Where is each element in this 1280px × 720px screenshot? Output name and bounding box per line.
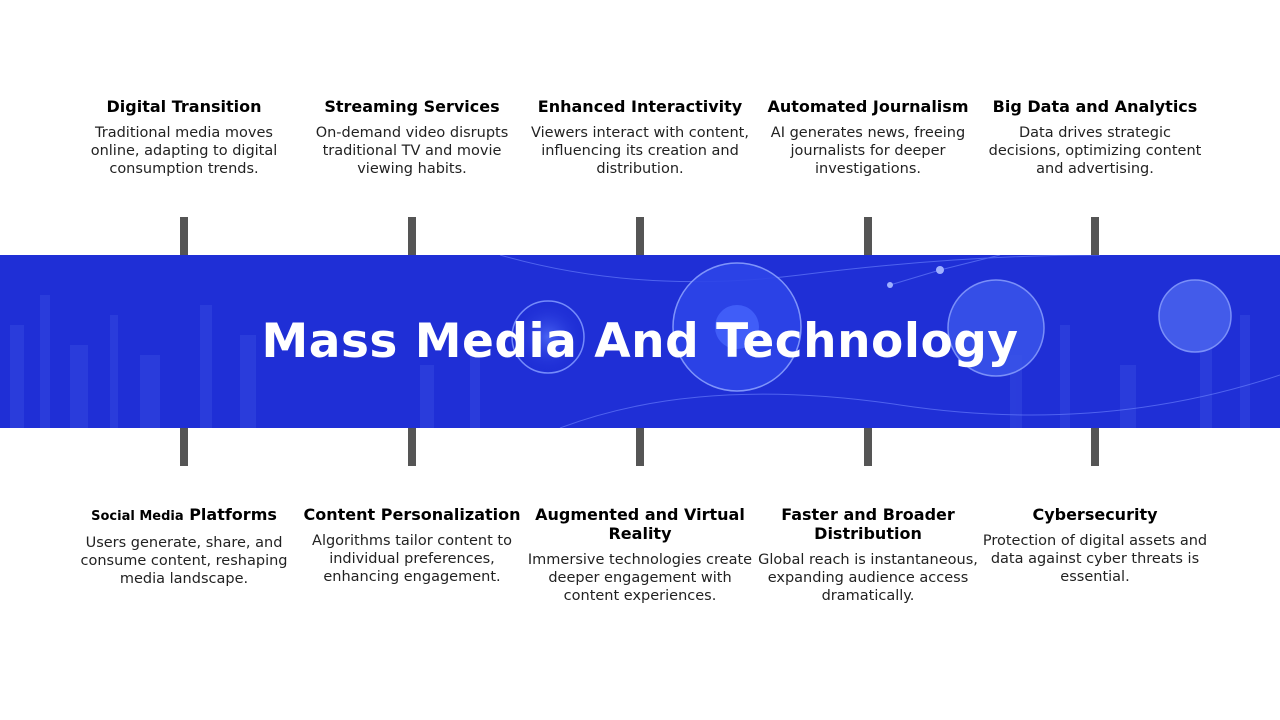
item-text: Algorithms tailor content to individual … — [312, 533, 512, 585]
connector-tick — [180, 428, 188, 466]
connector-tick — [864, 428, 872, 466]
item-text: On-demand video disrupts traditional TV … — [315, 125, 509, 177]
item-text: Traditional media moves online, adapting… — [90, 125, 278, 177]
item-text: Viewers interact with content, influenci… — [531, 125, 749, 177]
item-title-prefix: Social Media — [91, 509, 184, 524]
bottom-item-5: Cybersecurity Protection of digital asse… — [981, 505, 1209, 586]
item-title: Faster and Broader Distribution — [781, 505, 955, 543]
item-title-main: Platforms — [189, 505, 277, 524]
item-title: Automated Journalism — [767, 97, 969, 116]
bottom-item-3: Augmented and Virtual Reality Immersive … — [526, 505, 754, 605]
item-title: Augmented and Virtual Reality — [535, 505, 745, 543]
item-text: Protection of digital assets and data ag… — [982, 533, 1208, 585]
connector-tick — [408, 217, 416, 255]
title-banner: Mass Media And Technology — [0, 255, 1280, 428]
top-item-4: Automated Journalism AI generates news, … — [754, 97, 982, 178]
connector-tick — [864, 217, 872, 255]
item-text: AI generates news, freeing journalists f… — [770, 125, 966, 177]
top-item-1: Digital Transition Traditional media mov… — [70, 97, 298, 178]
connector-tick — [1091, 428, 1099, 466]
tech-background-graphic — [0, 255, 1280, 428]
top-item-5: Big Data and Analytics Data drives strat… — [981, 97, 1209, 178]
item-title: Digital Transition — [106, 97, 262, 116]
item-title: Enhanced Interactivity — [537, 97, 743, 116]
bottom-item-2: Content Personalization Algorithms tailo… — [298, 505, 526, 586]
connector-tick — [636, 428, 644, 466]
connector-tick — [1091, 217, 1099, 255]
bottom-item-4: Faster and Broader Distribution Global r… — [754, 505, 982, 605]
item-title: Cybersecurity — [1032, 505, 1158, 524]
bottom-item-1: Social Media Platforms Users generate, s… — [70, 505, 298, 588]
item-title: Content Personalization — [303, 505, 521, 524]
item-text: Users generate, share, and consume conte… — [80, 535, 288, 587]
item-text: Immersive technologies create deeper eng… — [527, 552, 753, 604]
item-title: Big Data and Analytics — [992, 97, 1198, 116]
item-text: Data drives strategic decisions, optimiz… — [988, 125, 1202, 177]
slide-title: Mass Media And Technology — [261, 314, 1019, 369]
item-text: Global reach is instantaneous, expanding… — [758, 552, 978, 604]
top-item-3: Enhanced Interactivity Viewers interact … — [526, 97, 754, 178]
item-title: Social Media Platforms — [70, 505, 298, 526]
connector-tick — [408, 428, 416, 466]
connector-tick — [636, 217, 644, 255]
connector-tick — [180, 217, 188, 255]
top-item-2: Streaming Services On-demand video disru… — [298, 97, 526, 178]
item-title: Streaming Services — [324, 97, 500, 116]
